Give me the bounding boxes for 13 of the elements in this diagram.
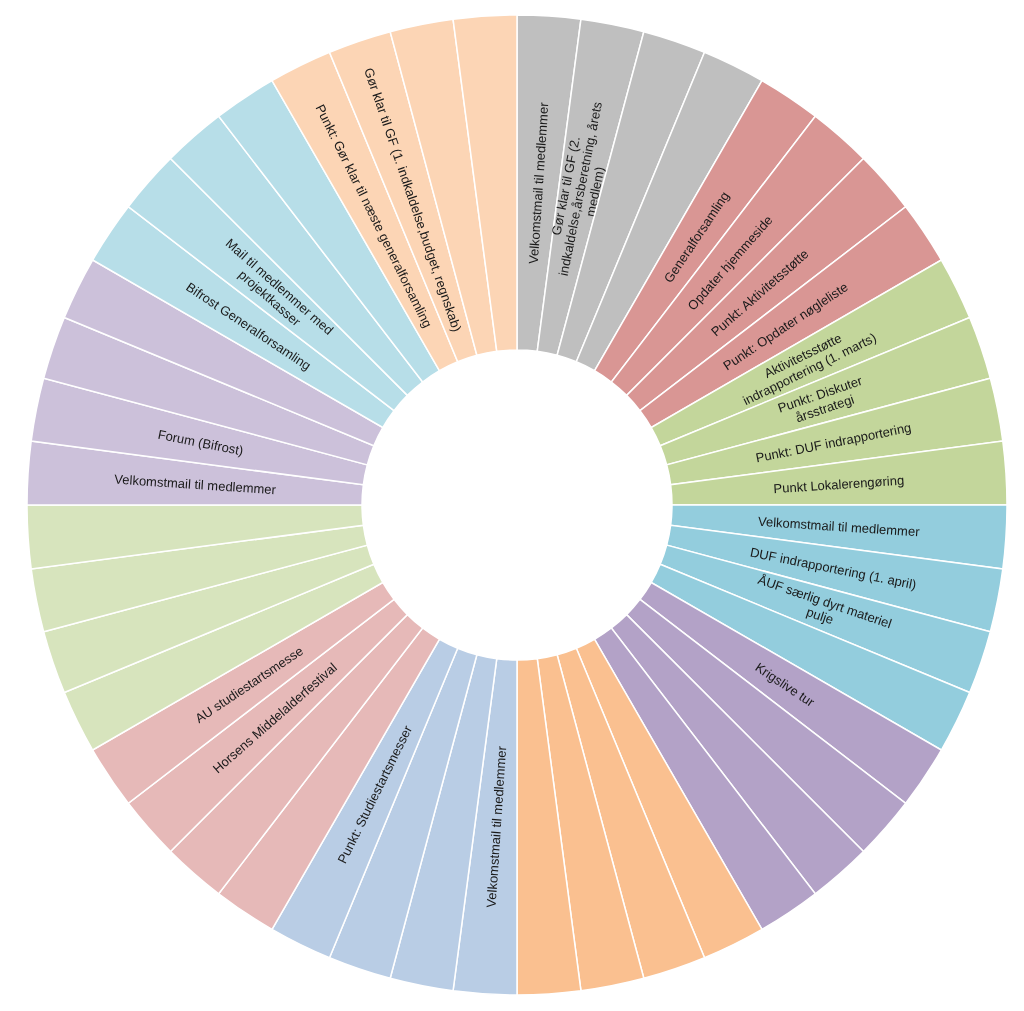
calendar-segment <box>536 653 645 992</box>
event-label: Punkt Lokalerengøring <box>773 472 905 496</box>
calendar-segment <box>26 504 365 570</box>
event-label: Forum (Bifrost) <box>156 426 245 458</box>
event-label: Velkomstmail til medlemmer <box>757 513 921 539</box>
event-label: Velkomstmail til medlemmer <box>113 471 277 497</box>
calendar-segment <box>169 613 424 895</box>
event-label: Velkomstmail til medlemmer <box>525 101 551 265</box>
event-label: Velkomstmail til medlemmer <box>483 745 509 909</box>
calendar-segment <box>30 524 369 633</box>
calendar-segment <box>516 657 582 996</box>
calendar-segment <box>452 657 518 996</box>
calendar-segment <box>593 627 817 931</box>
